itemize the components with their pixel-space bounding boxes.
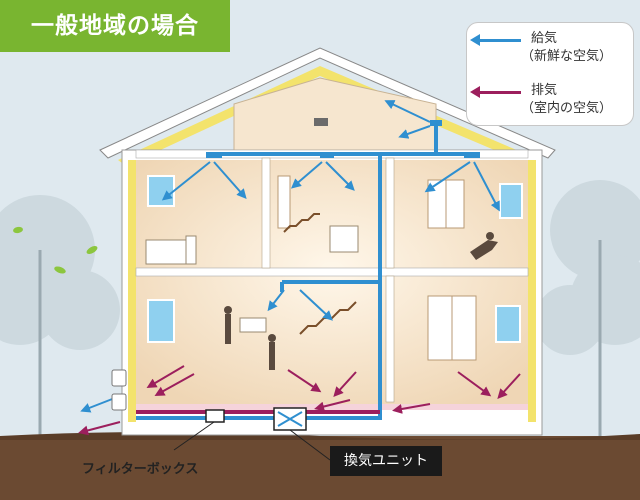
exhaust-arrow-icon: [479, 91, 521, 94]
legend: 給気 （新鮮な空気） 排気 （室内の空気）: [466, 22, 634, 126]
filter-box: [206, 410, 224, 422]
wall-insulation-left: [128, 160, 136, 422]
legend-exhaust-label: 排気: [531, 83, 557, 99]
supply-arrow-icon: [479, 39, 521, 42]
legend-supply-label: 給気: [531, 31, 557, 47]
second-floor-slab: [136, 268, 528, 276]
attic-window: [314, 118, 328, 126]
legend-exhaust-sub: （室内の空気）: [521, 101, 612, 117]
vent-unit-label: 換気ユニット: [330, 446, 442, 476]
legend-supply-sub: （新鮮な空気）: [521, 49, 612, 65]
wall-insulation-right: [528, 160, 536, 422]
page-title: 一般地域の場合: [0, 0, 230, 52]
filter-box-label: フィルターボックス: [82, 458, 198, 477]
